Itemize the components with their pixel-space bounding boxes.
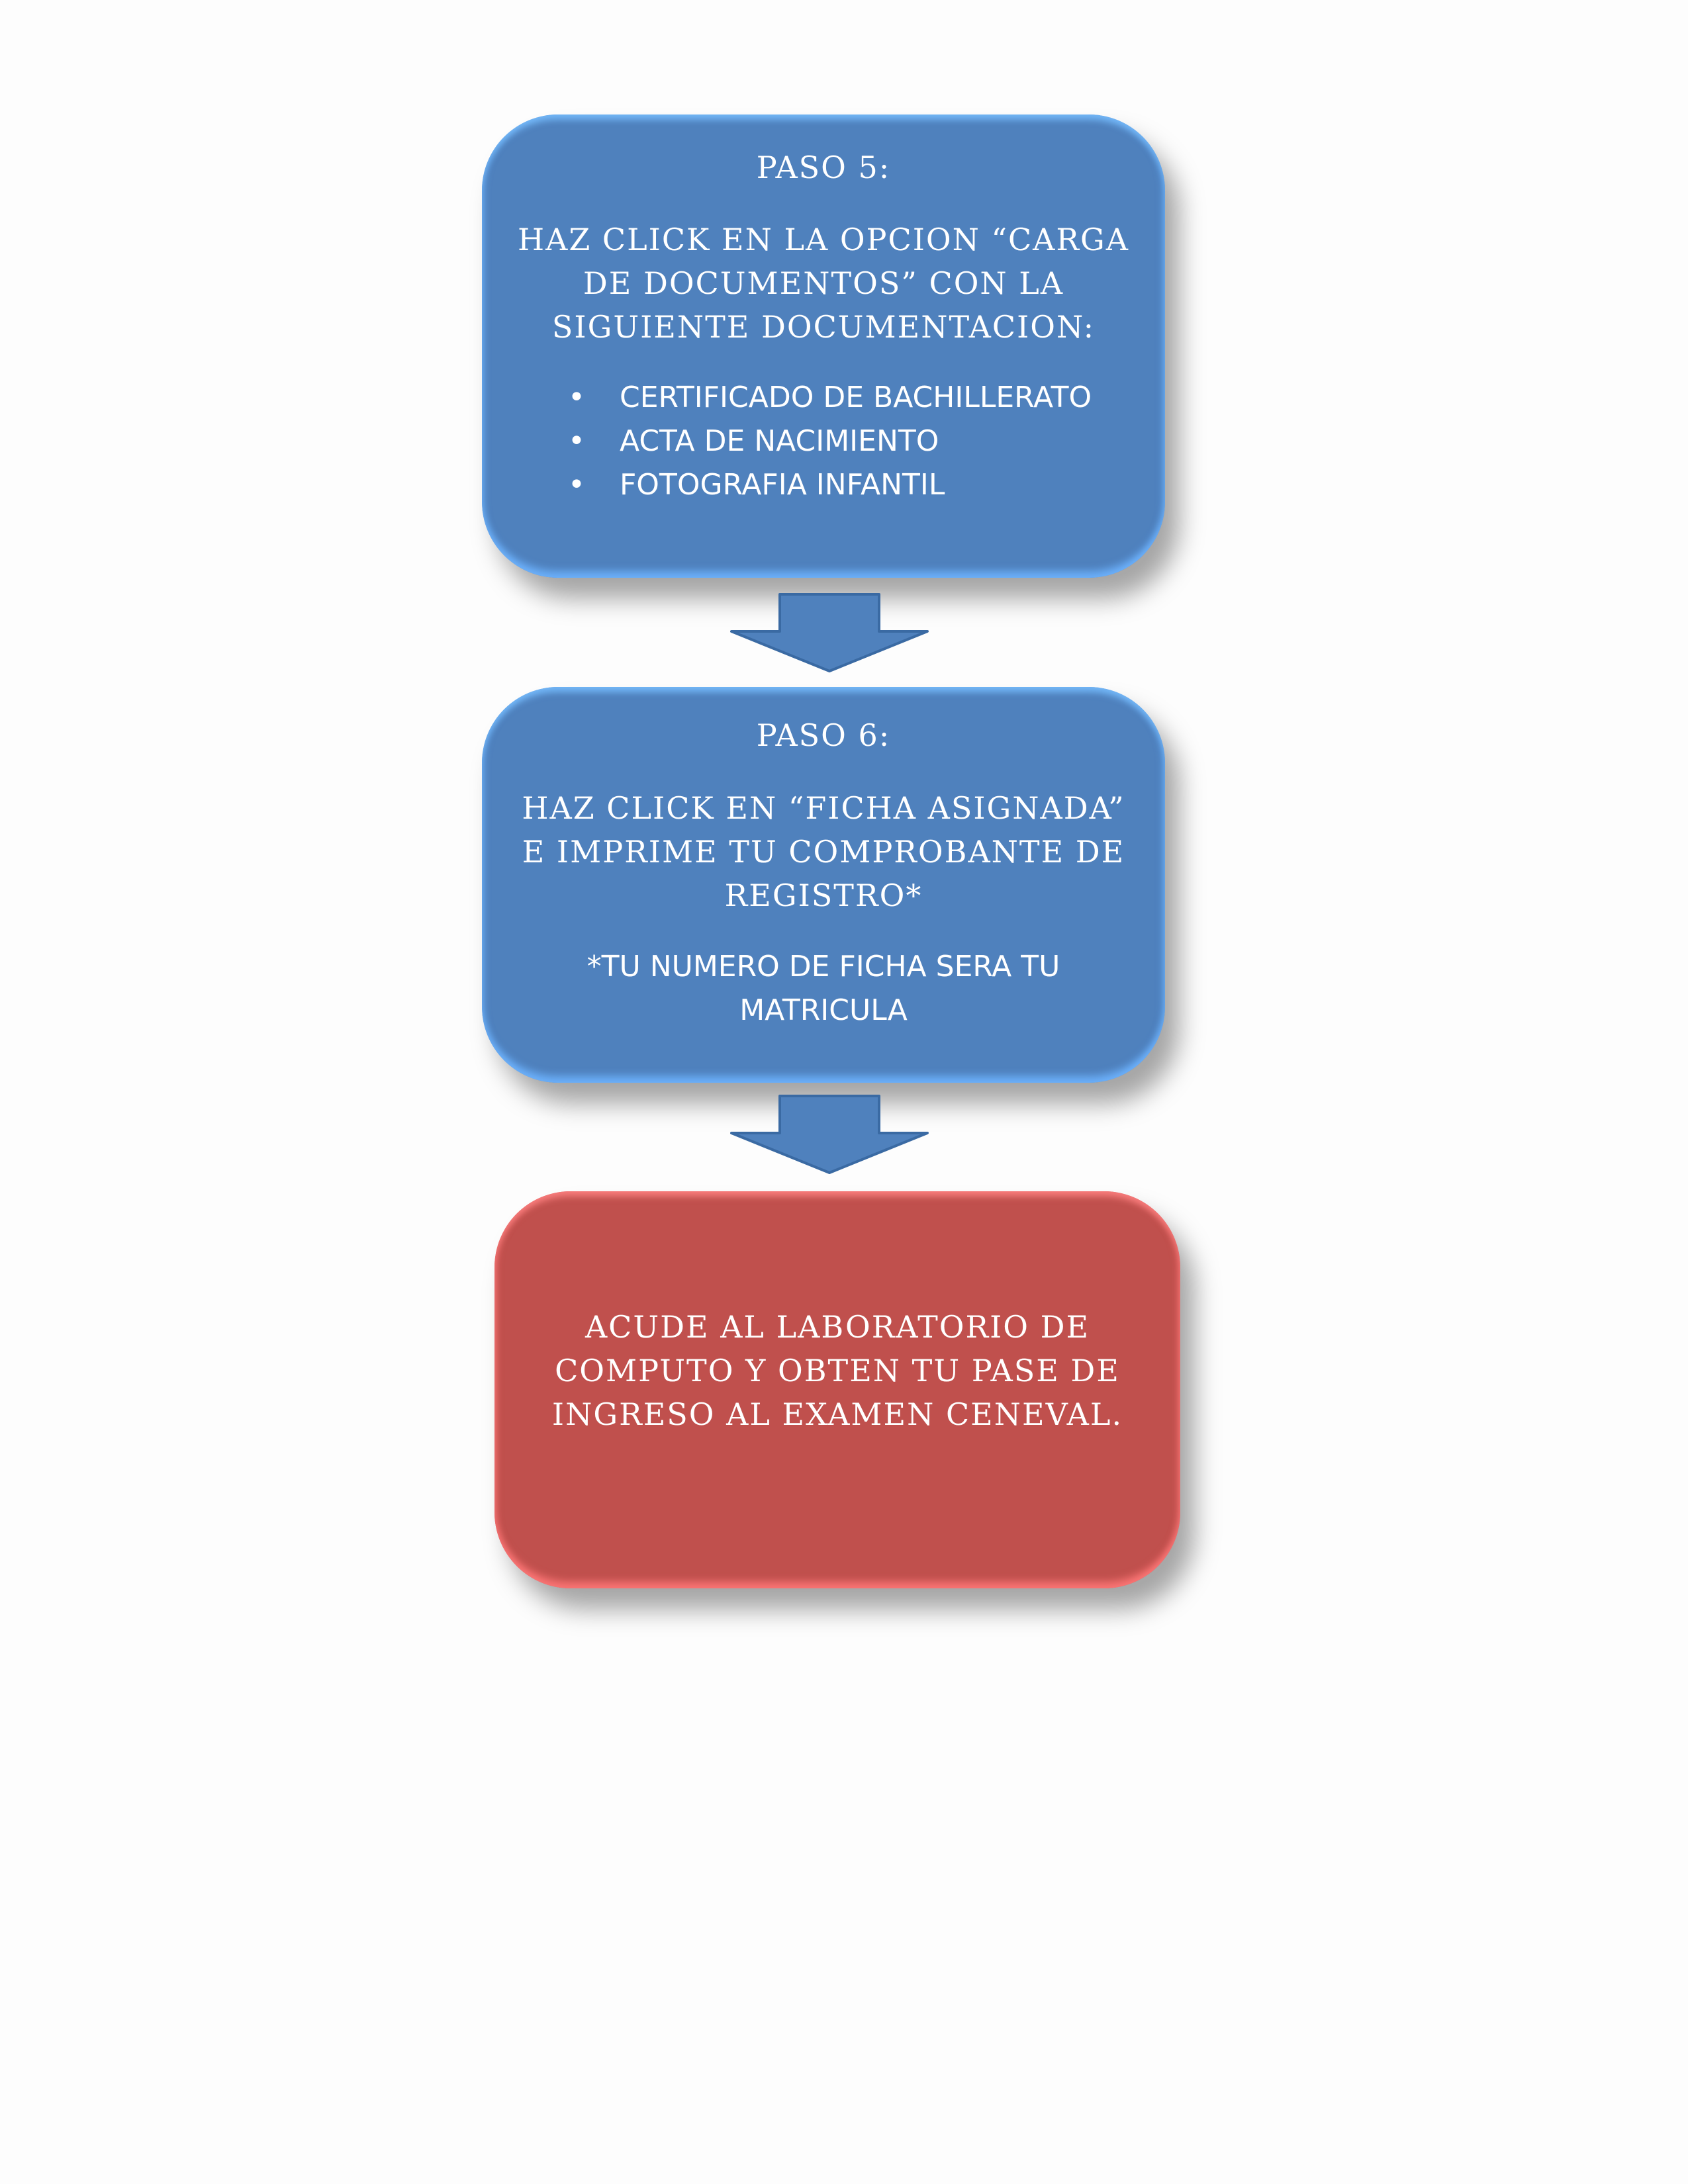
step-6-title: PASO 6: <box>756 717 891 753</box>
bullet-icon: • <box>568 424 585 458</box>
document-item-acta: ACTA DE NACIMIENTO <box>620 424 939 458</box>
document-item-certificado: CERTIFICADO DE BACHILLERATO <box>620 381 1092 414</box>
step-5-title: PASO 5: <box>756 150 891 185</box>
list-item: • ACTA DE NACIMIENTO <box>568 420 1092 463</box>
arrow-shape <box>730 593 929 672</box>
down-arrow-icon <box>730 1095 929 1174</box>
step-6-text: HAZ CLICK EN “FICHA ASIGNADA” E IMPRIME … <box>522 790 1125 913</box>
down-arrow-icon <box>730 593 929 672</box>
document-item-fotografia: FOTOGRAFIA INFANTIL <box>620 468 945 502</box>
step-6-box: PASO 6: HAZ CLICK EN “FICHA ASIGNADA” E … <box>482 687 1165 1083</box>
step-5-text: HAZ CLICK EN LA OPCION “CARGA DE DOCUMEN… <box>517 222 1129 345</box>
document-list: • CERTIFICADO DE BACHILLERATO • ACTA DE NA… <box>568 376 1092 507</box>
bullet-icon: • <box>568 381 585 414</box>
step-5-box: PASO 5: HAZ CLICK EN LA OPCION “CARGA DE… <box>482 114 1165 578</box>
final-step-text: ACUDE AL LABORATORIO DE COMPUTO Y OBTEN … <box>551 1309 1123 1432</box>
list-item: • CERTIFICADO DE BACHILLERATO <box>568 376 1092 420</box>
bullet-icon: • <box>568 468 585 502</box>
list-item: • FOTOGRAFIA INFANTIL <box>568 463 1092 507</box>
final-step-box: ACUDE AL LABORATORIO DE COMPUTO Y OBTEN … <box>494 1191 1180 1588</box>
step-6-note: *TU NUMERO DE FICHA SERA TU MATRICULA <box>586 950 1060 1027</box>
arrow-shape <box>730 1095 929 1174</box>
